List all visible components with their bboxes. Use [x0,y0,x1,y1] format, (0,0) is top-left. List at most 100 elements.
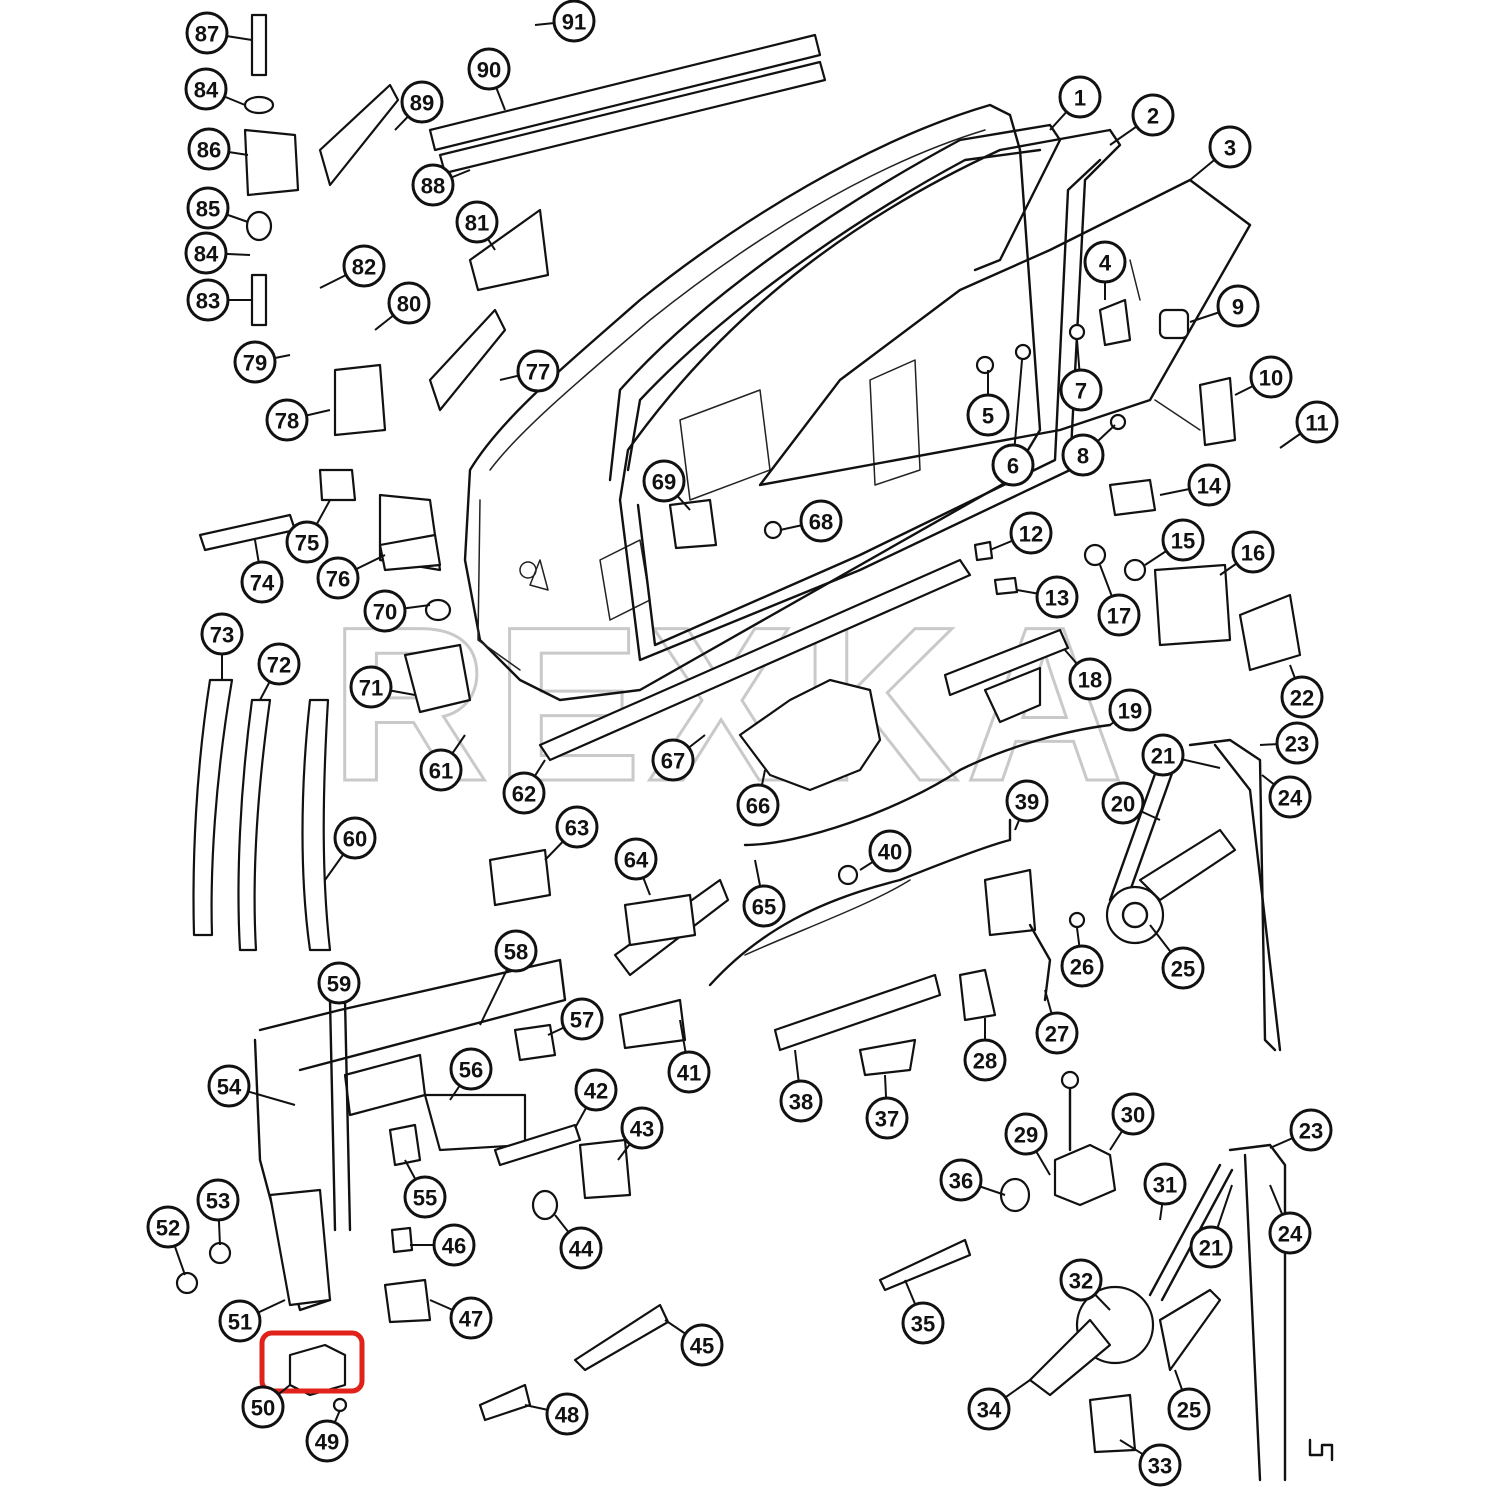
callout-circle [1061,433,1105,477]
callout-circle [1131,93,1175,137]
callout-4: 4 [1083,240,1127,300]
callout-number: 62 [512,782,536,807]
regulator-upper [1105,738,1282,1052]
callout-circle [1059,368,1103,412]
callout-36: 36 [939,1158,1006,1202]
callout-circle [363,589,407,633]
callout-75: 75 [285,499,331,564]
callout-number: 55 [413,1186,437,1211]
callout-number: 6 [1007,454,1019,479]
cover-plate [738,678,882,792]
callout-27: 27 [1035,989,1079,1055]
run-channel-60 [301,698,332,952]
callout-number: 25 [1171,957,1195,982]
callout-circle [432,1223,476,1267]
callout-24: 24 [1268,1184,1312,1255]
callout-circle [620,1106,664,1150]
callout-9: 9 [1189,284,1260,328]
callout-circle [1111,1092,1155,1136]
callout-circle [1068,657,1112,701]
callout-number: 80 [397,292,421,317]
callout-circle [240,560,284,604]
callout-45: 45 [664,1319,724,1367]
callout-number: 66 [746,794,770,819]
callout-number: 86 [197,138,221,163]
callout-24: 24 [1261,774,1312,819]
callout-number: 64 [624,848,649,873]
callout-number: 53 [206,1189,230,1214]
callout-11: 11 [1279,400,1339,449]
callout-number: 15 [1171,529,1195,554]
callout-circle [1097,593,1141,637]
callout-circle [1058,75,1102,119]
callout-number: 37 [875,1107,899,1132]
callout-64: 64 [614,837,658,896]
callout-number: 49 [315,1430,339,1455]
callout-number: 21 [1151,744,1175,769]
callout-circle [1138,1443,1182,1487]
corner-mark [1308,1438,1334,1462]
callout-number: 16 [1241,541,1265,566]
part-50-bracket [288,1343,347,1397]
callout-circle [1059,1258,1103,1302]
callout-circle [1035,1011,1079,1055]
callout-number: 12 [1019,522,1043,547]
callout-number: 33 [1148,1454,1172,1479]
callout-number: 85 [196,197,220,222]
callout-number: 78 [275,409,299,434]
run-channel-73 [192,678,234,937]
callout-circle [1275,721,1319,765]
callout-circle [963,1038,1007,1082]
callout-number: 84 [194,78,219,103]
callout-74: 74 [240,539,284,604]
callout-57: 57 [547,997,604,1041]
callout-circle [545,1392,589,1436]
callout-86: 86 [187,127,249,171]
callout-78: 78 [265,398,331,442]
callout-32: 32 [1059,1258,1111,1311]
callout-circle [387,281,431,325]
callout-number: 75 [295,531,319,556]
callout-number: 27 [1045,1022,1069,1047]
callout-number: 61 [429,759,453,784]
callout-circle [316,556,360,600]
callout-number: 26 [1070,955,1094,980]
callout-circle [1289,1108,1333,1152]
callout-number: 88 [421,174,445,199]
callout-60: 60 [324,816,377,881]
callout-circle [419,748,463,792]
callout-67: 67 [651,734,706,782]
callout-33: 33 [1119,1439,1182,1487]
callout-circle [901,1301,945,1345]
callout-circle [1216,284,1260,328]
callout-number: 43 [630,1117,654,1142]
callout-7: 7 [1059,339,1103,412]
callout-number: 65 [752,895,776,920]
callout-20: 20 [1101,781,1161,825]
callout-number: 51 [228,1310,252,1335]
callout-88: 88 [411,163,471,207]
callout-12: 12 [989,511,1053,555]
callout-number: 91 [562,10,586,35]
callout-84: 84 [184,67,246,111]
callout-number: 18 [1078,668,1102,693]
callout-46: 46 [410,1223,476,1267]
callout-number: 54 [217,1075,242,1100]
callout-number: 44 [569,1237,594,1262]
callout-49: 49 [305,1409,349,1463]
callout-number: 19 [1118,699,1142,724]
callout-1: 1 [1049,75,1102,131]
callout-number: 23 [1299,1119,1323,1144]
callout-87: 87 [185,11,253,55]
callout-37: 37 [865,1074,909,1140]
callout-48: 48 [524,1392,589,1436]
callout-circle [1101,781,1145,825]
callout-circle [1268,775,1312,819]
callout-circle [207,1064,251,1108]
callout-29: 29 [1004,1112,1051,1176]
callout-39: 39 [1005,779,1049,831]
callout-19: 19 [1108,688,1152,732]
callout-circle [651,738,695,782]
callout-circle [1167,1387,1211,1431]
callout-number: 81 [465,211,489,236]
